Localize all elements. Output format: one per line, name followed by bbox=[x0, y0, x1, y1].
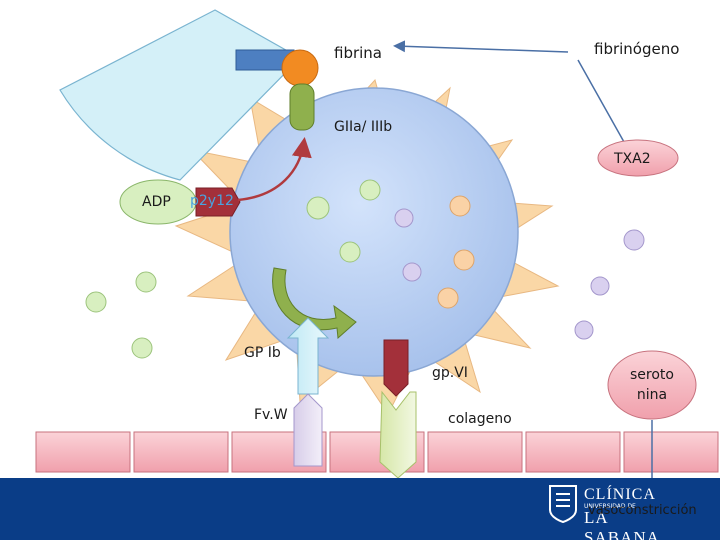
label-vasoconstriccion: vasoconstricción bbox=[588, 503, 697, 518]
label-adp: ADP bbox=[142, 194, 171, 210]
endothelial-cell bbox=[525, 431, 621, 473]
purple-particle bbox=[574, 320, 594, 340]
label-fibrina: fibrina bbox=[334, 44, 383, 62]
green-particle bbox=[339, 241, 361, 263]
collagen bbox=[379, 390, 417, 479]
orange-particle bbox=[453, 249, 475, 271]
endothelial-cell bbox=[623, 431, 719, 473]
gp-vi-receptor bbox=[383, 339, 409, 397]
endothelial-cell bbox=[427, 431, 523, 473]
label-fvw: Fv.W bbox=[254, 407, 288, 423]
purple-particles bbox=[394, 208, 645, 340]
orange-particle bbox=[437, 287, 459, 309]
purple-particle bbox=[402, 262, 422, 282]
green-particle bbox=[359, 179, 381, 201]
signal-arrow bbox=[237, 137, 312, 202]
label-p2y12: p2y12 bbox=[190, 193, 234, 209]
endothelial-cell bbox=[133, 431, 229, 473]
green-particle bbox=[131, 337, 153, 359]
serotonin-bubble bbox=[607, 350, 697, 420]
clinica-logo: CLÍNICA UNIVERSIDAD DE LA SABANA bbox=[548, 484, 668, 540]
purple-particle bbox=[394, 208, 414, 228]
label-txa2: TXA2 bbox=[614, 151, 651, 167]
endothelium bbox=[35, 431, 719, 473]
label-colageno: colageno bbox=[448, 411, 512, 427]
shape-change-arrow bbox=[272, 267, 357, 340]
txa2-bubble bbox=[597, 139, 679, 177]
green-particle bbox=[306, 196, 330, 220]
label-serotonina-1: seroto bbox=[630, 367, 674, 383]
gpiib-iiia-stalk bbox=[289, 83, 315, 131]
p2y12-receptor bbox=[195, 187, 241, 217]
logo-line-1: CLÍNICA bbox=[584, 486, 656, 503]
logo-line-3: LA SABANA bbox=[584, 508, 660, 540]
logo-line-2: UNIVERSIDAD DE bbox=[584, 503, 636, 510]
gp-ib-receptor bbox=[286, 317, 330, 395]
txa2-link bbox=[577, 59, 625, 143]
shield-icon bbox=[549, 485, 577, 524]
green-particle bbox=[135, 271, 157, 293]
footer-bar bbox=[0, 478, 720, 540]
label-gp-vi: gp.VI bbox=[432, 365, 468, 381]
orange-particle bbox=[449, 195, 471, 217]
green-particles bbox=[85, 179, 381, 359]
von-willebrand-factor bbox=[293, 393, 323, 467]
label-gpiib-iiia: GIIa/ IIIb bbox=[334, 119, 393, 135]
label-serotonina-2: nina bbox=[636, 387, 668, 403]
purple-particle bbox=[590, 276, 610, 296]
fibrinogen-ligand bbox=[281, 49, 319, 87]
label-gp-ib: GP Ib bbox=[244, 345, 281, 361]
fibrinogen-arrow bbox=[393, 40, 569, 53]
orange-particles bbox=[437, 195, 475, 309]
endothelial-cell bbox=[35, 431, 131, 473]
purple-particle bbox=[623, 229, 645, 251]
label-fibrinogeno: fibrinógeno bbox=[594, 40, 680, 58]
green-particle bbox=[85, 291, 107, 313]
